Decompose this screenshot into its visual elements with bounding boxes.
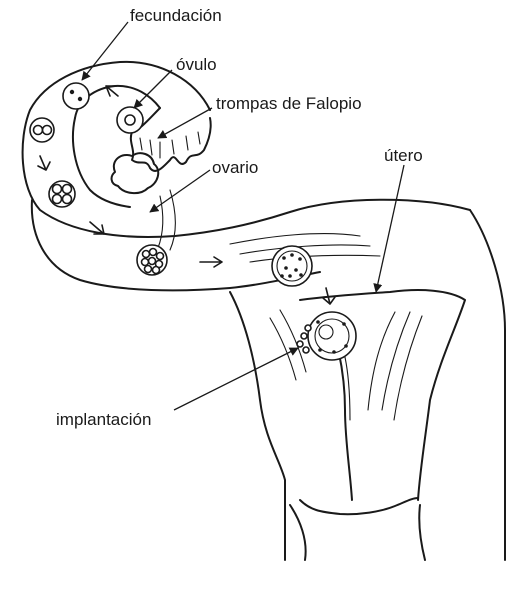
leader-fecundacion <box>81 21 129 81</box>
morula <box>136 244 168 276</box>
travel-arrows <box>37 85 336 305</box>
fimbriae <box>129 107 212 172</box>
label-trompas: trompas de Falopio <box>216 94 362 113</box>
leader-ovulo <box>133 69 173 109</box>
label-utero: útero <box>384 146 423 165</box>
label-implantacion: implantación <box>56 410 152 429</box>
ovum-cell <box>116 106 144 134</box>
two-cell-stage <box>29 117 55 143</box>
leader-trompas <box>157 107 213 139</box>
label-ovulo: óvulo <box>176 55 217 74</box>
label-ovario: ovario <box>212 158 259 177</box>
leader-utero <box>373 164 405 293</box>
leader-implantacion <box>173 347 299 411</box>
blastocyst <box>271 245 313 287</box>
leader-ovario <box>149 169 211 213</box>
uterus <box>229 209 506 561</box>
fertilized-egg-cell <box>62 82 90 110</box>
four-cell-stage <box>48 180 76 208</box>
implanting-embryo <box>296 311 357 361</box>
label-fecundacion: fecundación <box>130 6 222 25</box>
ovary <box>110 152 176 251</box>
leader-lines <box>81 21 405 411</box>
